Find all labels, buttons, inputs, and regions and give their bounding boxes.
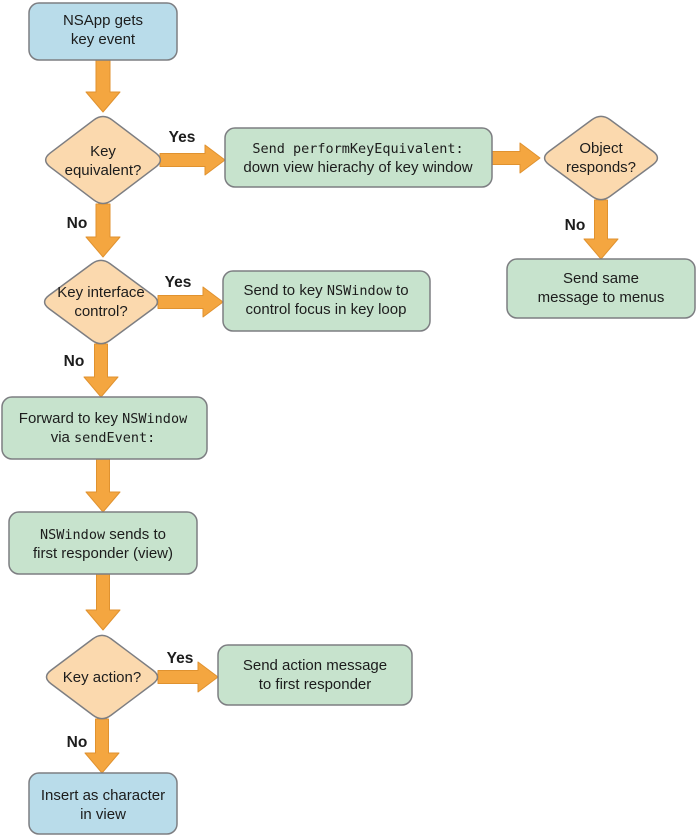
forward-to-key-window-box xyxy=(1,396,208,460)
label-yes-key-interface: Yes xyxy=(165,274,192,291)
arrow-yes-key-action xyxy=(157,661,219,693)
label-no-object-responds: No xyxy=(565,217,586,234)
label-yes-key-equivalent: Yes xyxy=(169,129,196,146)
insert-character-line1: Insert as character xyxy=(41,787,165,804)
send-to-key-window-box xyxy=(222,270,431,332)
arrow-start-to-key-equivalent xyxy=(85,59,121,113)
key-action-diamond xyxy=(45,634,159,720)
object-responds-line1: Object xyxy=(579,140,623,157)
node-send-action-message: Send action message to first responder xyxy=(217,644,413,706)
forward-to-key-window-line1-code: NSWindow xyxy=(122,411,188,427)
send-action-message-line1: Send action message xyxy=(243,657,387,674)
forward-to-key-window-line1: Forward to key NSWindow xyxy=(19,410,188,427)
key-equivalent-line2: equivalent? xyxy=(65,162,142,179)
node-insert-character: Insert as character in view xyxy=(28,772,178,835)
send-perform-key-equivalent-line2: down view hierachy of key window xyxy=(243,159,472,176)
node-object-responds: Object responds? xyxy=(543,115,659,201)
start-line1: NSApp gets xyxy=(63,12,143,29)
forward-to-key-window-line2-pre: via xyxy=(51,429,74,446)
send-action-message-line2: to first responder xyxy=(259,676,372,693)
node-start: NSApp gets key event xyxy=(28,2,178,61)
arrow-yes-key-equivalent xyxy=(159,144,226,176)
arrow-yes-key-interface xyxy=(157,286,224,318)
window-sends-line1-post: sends to xyxy=(105,526,166,543)
node-window-sends-first-responder: NSWindow sends to first responder (view) xyxy=(8,511,198,575)
forward-to-key-window-line2-code: sendEvent: xyxy=(74,430,155,446)
key-action-line1: Key action? xyxy=(63,669,141,686)
arrow-no-key-action xyxy=(84,718,120,774)
send-to-key-window-line1-pre: Send to key xyxy=(243,282,326,299)
forward-to-key-window-line2: via sendEvent: xyxy=(51,429,156,446)
send-to-key-window-line2: control focus in key loop xyxy=(246,301,407,318)
insert-character-box xyxy=(28,772,178,835)
label-no-key-interface: No xyxy=(64,353,85,370)
node-send-to-key-window: Send to key NSWindow to control focus in… xyxy=(222,270,431,332)
key-interface-control-diamond xyxy=(43,259,159,345)
label-no-key-equivalent: No xyxy=(67,215,88,232)
key-equivalent-diamond xyxy=(44,115,162,205)
key-interface-control-line2: control? xyxy=(74,303,127,320)
send-same-message-line1: Send same xyxy=(563,270,639,287)
node-key-equivalent: Key equivalent? xyxy=(44,115,162,205)
window-sends-first-responder-box xyxy=(8,511,198,575)
object-responds-diamond xyxy=(543,115,659,201)
window-sends-first-responder-line1: NSWindow sends to xyxy=(40,526,166,543)
send-same-message-box xyxy=(506,258,696,319)
branch-labels: Yes No No Yes No Yes No xyxy=(64,129,586,751)
node-send-same-message: Send same message to menus xyxy=(506,258,696,319)
send-to-key-window-line1: Send to key NSWindow to xyxy=(243,282,408,299)
node-forward-to-key-window: Forward to key NSWindow via sendEvent: xyxy=(1,396,208,460)
window-sends-line1-code: NSWindow xyxy=(40,527,106,543)
window-sends-first-responder-line2: first responder (view) xyxy=(33,545,173,562)
label-yes-key-action: Yes xyxy=(167,650,194,667)
send-perform-key-equivalent-line1: Send performKeyEquivalent: xyxy=(252,141,463,157)
node-key-interface-control: Key interface control? xyxy=(43,259,159,345)
arrows xyxy=(83,59,619,774)
key-interface-control-line1: Key interface xyxy=(57,284,145,301)
arrow-no-object-responds xyxy=(583,199,619,260)
arrow-window-sends-to-key-action xyxy=(85,573,121,631)
arrow-forward-to-window-sends xyxy=(85,458,121,513)
send-to-key-window-line1-post: to xyxy=(392,282,409,299)
forward-to-key-window-line1-pre: Forward to key xyxy=(19,410,122,427)
insert-character-line2: in view xyxy=(80,806,126,823)
send-perform-key-equivalent-box xyxy=(224,127,493,188)
send-same-message-line2: message to menus xyxy=(538,289,665,306)
key-equivalent-line1: Key xyxy=(90,143,116,160)
arrow-no-key-equivalent xyxy=(85,203,121,258)
start-line2: key event xyxy=(71,31,136,48)
send-action-message-box xyxy=(217,644,413,706)
node-send-perform-key-equivalent: Send performKeyEquivalent: down view hie… xyxy=(224,127,493,188)
object-responds-line2: responds? xyxy=(566,159,636,176)
start-box xyxy=(28,2,178,61)
arrow-to-object-responds xyxy=(487,142,541,174)
node-key-action: Key action? xyxy=(45,634,159,720)
arrow-no-key-interface xyxy=(83,343,119,398)
send-to-key-window-line1-code: NSWindow xyxy=(327,283,393,299)
label-no-key-action: No xyxy=(67,734,88,751)
